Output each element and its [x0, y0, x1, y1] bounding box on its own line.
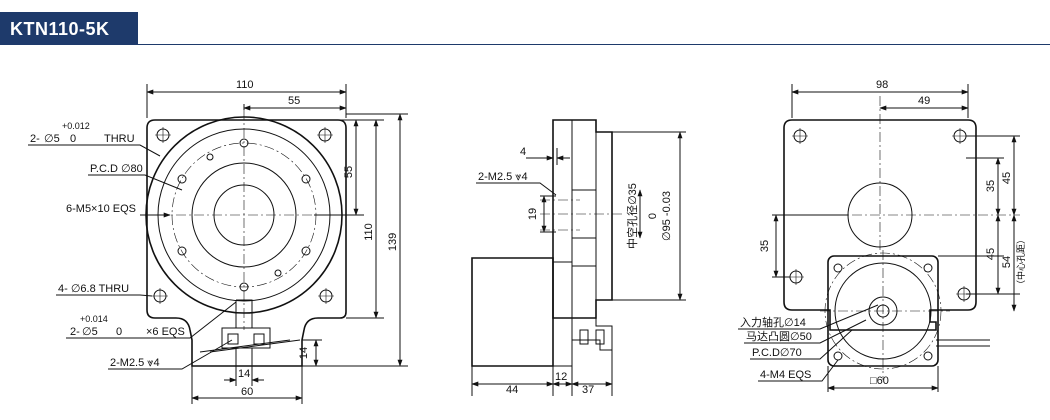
dim-35-left: 35: [759, 240, 771, 252]
front-motor-tab: [199, 299, 301, 353]
dim-44-side: 44: [506, 384, 518, 396]
label-hollow-35: 中空孔径∅35: [625, 183, 639, 249]
svg-text:P.C.D ∅80: P.C.D ∅80: [90, 163, 143, 175]
svg-text:0: 0: [70, 133, 76, 145]
side-body: [552, 119, 613, 319]
callout-2-phi5-thru: +0.012 2- ∅5 0 THRU: [28, 121, 161, 157]
callout-4-m4: 4-M4 EQS: [758, 359, 839, 382]
callout-2-m2.5-front: 2-M2.5 ⩔4: [108, 339, 233, 370]
dim-110-right: 110: [363, 223, 375, 241]
side-view: 4 2-M2.5 ⩔4 19 中空孔径∅35 0 ∅95 -0.03 44 12…: [471, 119, 686, 396]
dim-45-lower: 45: [985, 248, 997, 260]
label-dia-95: ∅95 -0.03: [661, 191, 673, 241]
svg-text:2-: 2-: [30, 133, 40, 145]
dim-110-top: 110: [236, 79, 254, 91]
dim-37-side: 37: [582, 384, 594, 396]
center-distance-note: （中心孔距）: [1015, 235, 1026, 289]
svg-text:∅5: ∅5: [82, 326, 98, 338]
side-motor: [471, 257, 554, 367]
svg-text:4- ∅6.8 THRU: 4- ∅6.8 THRU: [58, 283, 129, 295]
dim-54-right: 54: [1001, 256, 1013, 268]
dim-49-top: 49: [918, 95, 930, 107]
callout-6-m5: 6-M5×10 EQS: [66, 203, 171, 218]
svg-text:马达凸圆∅50: 马达凸圆∅50: [746, 330, 812, 343]
title-rule: [138, 44, 1050, 45]
svg-text:×6 EQS: ×6 EQS: [146, 326, 185, 338]
callout-2-m2.5-side: 2-M2.5 ⩔4: [478, 171, 528, 183]
svg-text:0: 0: [116, 326, 122, 338]
svg-text:2-M2.5 ⩔4: 2-M2.5 ⩔4: [110, 357, 160, 369]
dim-14-bottom: 14: [238, 368, 250, 380]
callout-2-phi5-6eqs: +0.014 2- ∅5 0 ×6 EQS: [66, 301, 237, 339]
dim-60-bottom: 60: [241, 386, 253, 398]
svg-text:6-M5×10 EQS: 6-M5×10 EQS: [66, 203, 136, 215]
model-title: KTN110-5K: [10, 19, 110, 39]
dim-55-right: 55: [343, 166, 355, 178]
dim-4-side: 4: [520, 146, 526, 158]
dim-14-side: 14: [298, 347, 310, 359]
dim-139-right: 139: [387, 233, 399, 251]
dim-square-60: □60: [870, 375, 889, 387]
front-view: 110 55 55 110 139 14 14 60 +0.012 2-: [28, 79, 408, 404]
right-plate-outline: [783, 119, 977, 331]
dim-19-side: 19: [527, 208, 539, 220]
svg-text:∅5: ∅5: [44, 133, 60, 145]
title-box: [0, 12, 138, 45]
callout-pcd80: P.C.D ∅80: [88, 163, 183, 191]
dim-98-top: 98: [876, 79, 888, 91]
svg-text:+0.014: +0.014: [80, 314, 108, 324]
callout-4-phi6.8: 4- ∅6.8 THRU: [56, 283, 153, 297]
svg-text:4-M4 EQS: 4-M4 EQS: [760, 369, 811, 381]
svg-text:P.C.D∅70: P.C.D∅70: [752, 347, 802, 359]
dim-35-right: 35: [985, 180, 997, 192]
label-zero: 0: [647, 213, 659, 219]
svg-text:THRU: THRU: [104, 133, 135, 145]
dim-45-upper: 45: [1001, 172, 1013, 184]
callout-input-shaft: 入力轴孔∅14: [738, 304, 879, 330]
header-band: KTN110-5K: [0, 0, 1050, 48]
dim-55-top: 55: [288, 95, 300, 107]
dim-12-side: 12: [555, 371, 567, 383]
svg-text:2-: 2-: [70, 326, 80, 338]
callout-motor-boss: 马达凸圆∅50: [744, 319, 867, 344]
corner-holes: [152, 127, 334, 304]
callout-pcd70: P.C.D∅70: [750, 329, 853, 360]
right-view: 98 49 35 35 45 45 54 （中心孔距） □60 入力轴孔∅14 …: [738, 79, 1026, 392]
svg-text:入力轴孔∅14: 入力轴孔∅14: [740, 315, 806, 329]
svg-text:+0.012: +0.012: [62, 121, 90, 131]
